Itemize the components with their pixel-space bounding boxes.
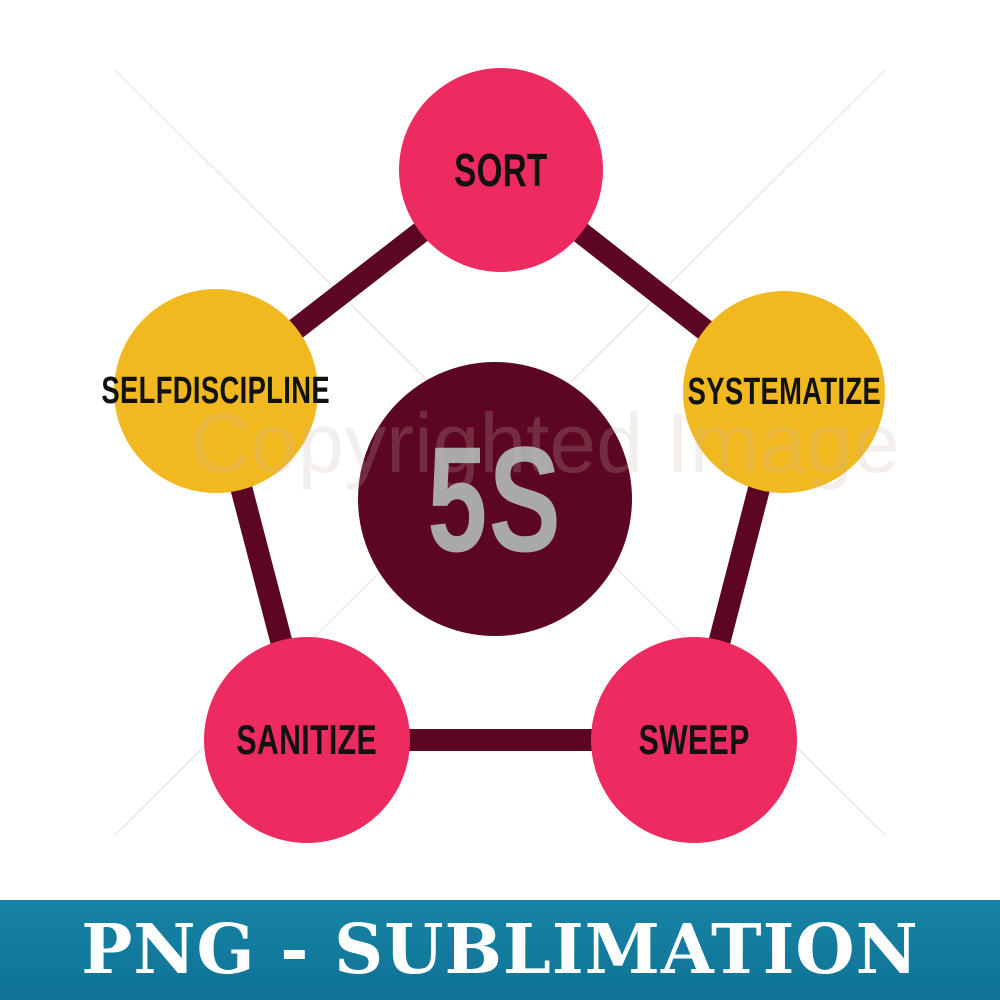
node-sweep: SWEEP: [591, 637, 797, 843]
node-selfdiscipline-label: SELFDISCIPLINE: [101, 369, 331, 412]
node-sweep-label: SWEEP: [638, 716, 750, 763]
node-sort: SORT: [399, 68, 603, 272]
node-systematize-label: SYSTEMATIZE: [687, 370, 881, 413]
node-systematize: SYSTEMATIZE: [683, 291, 885, 493]
bottom-banner: PNG - SUBLIMATION: [0, 900, 1000, 1000]
center-circle: 5S: [358, 362, 632, 636]
center-label: 5S: [427, 415, 563, 583]
node-selfdiscipline: SELFDISCIPLINE: [102, 289, 330, 493]
node-sanitize-label: SANITIZE: [236, 716, 378, 763]
node-sanitize: SANITIZE: [204, 637, 410, 843]
node-sort-label: SORT: [454, 144, 548, 196]
banner-text: PNG - SUBLIMATION: [81, 910, 919, 990]
